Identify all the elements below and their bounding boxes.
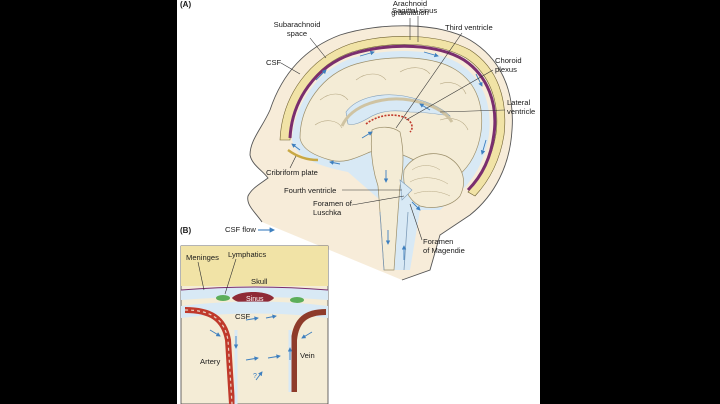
head-sagittal-section (247, 25, 513, 281)
choroid-plexus (365, 114, 413, 133)
flow-arrow (315, 69, 327, 81)
flow-arrow (291, 143, 301, 151)
leader-subarachnoid (309, 37, 327, 59)
label-choroid-plexus-1: Choroid (495, 56, 522, 65)
label-arachnoid-granulation-2: granulation (391, 8, 429, 17)
label-foramen-magendie-2: of Magendie (423, 246, 465, 255)
label-third-ventricle: Third ventricle (445, 23, 493, 32)
label-artery: Artery (200, 357, 220, 366)
flow-arrow (245, 356, 259, 361)
label-fourth-ventricle: Fourth ventricle (284, 186, 336, 195)
flow-arrow (423, 51, 439, 58)
label-csf-a: CSF (266, 58, 282, 67)
cribriform-plate (287, 149, 319, 162)
skull-band (279, 35, 506, 197)
label-cribriform-plate: Cribriform plate (266, 168, 318, 177)
label-question: ? (253, 373, 257, 380)
csf-flow-arrows-b (209, 314, 313, 381)
label-foramen-luschka-2: Luschka (313, 208, 342, 217)
label-meninges: Meninges (186, 253, 219, 262)
label-foramen-luschka-1: Foramen of (313, 199, 353, 208)
label-skull: Skull (251, 277, 268, 286)
flow-arrow (329, 160, 341, 165)
spinal-canal (379, 211, 409, 271)
cerebellum (403, 153, 464, 208)
flow-arrow (255, 371, 263, 381)
flow-arrow (209, 329, 221, 337)
inset-sinus (232, 292, 274, 304)
corpus-callosum (340, 97, 454, 127)
flow-arrow (411, 201, 421, 211)
label-arachnoid-granulation-1: Arachnoid (393, 0, 427, 8)
label-subarachnoid-2: space (287, 29, 307, 38)
flow-arrow (265, 314, 277, 319)
label-choroid-plexus-2: plexus (495, 65, 517, 74)
label-lymphatics: Lymphatics (228, 250, 266, 259)
inset-lymphatic-right (290, 297, 304, 303)
gyri (314, 67, 469, 131)
flow-arrow (301, 331, 313, 339)
inset-artery-sheath (184, 309, 233, 404)
leader-cribriform-plate (289, 155, 297, 169)
label-sagittal-sinus: Sagittal sinus (392, 6, 437, 15)
label-subarachnoid-1: Subarachnoid (274, 20, 321, 29)
panel-a-labels: Arachnoid granulation Sagittal sinus Sub… (266, 0, 535, 255)
inset-skull (181, 246, 328, 286)
label-lateral-ventricle-1: Lateral (507, 98, 531, 107)
label-vein: Vein (300, 351, 315, 360)
panel-b-inset: Meninges Lymphatics Skull Sinus CSF Arte… (180, 245, 329, 404)
leader-foramen-luschka (351, 195, 405, 206)
leader-third-ventricle (395, 32, 463, 129)
inset-csf-space (181, 301, 328, 318)
leader-lateral-ventricle (439, 109, 506, 113)
flow-arrow (245, 316, 259, 321)
inset-vein (291, 309, 327, 392)
leader-foramen-magendie (409, 203, 423, 241)
flow-arrow (267, 354, 281, 359)
flow-arrow (359, 50, 375, 57)
flow-arrow (480, 139, 487, 155)
inset-lymphatic-left (216, 295, 230, 301)
flow-arrow (419, 103, 431, 111)
leader-lymphatics (224, 258, 237, 295)
panel-a-letter: (A) (180, 0, 191, 9)
leader-csf-a (280, 62, 301, 75)
inset-dura (181, 286, 328, 291)
leader-meninges (197, 261, 205, 291)
dura-layer (288, 44, 497, 192)
panel-b-letter: (B) (180, 226, 191, 235)
label-foramen-magendie-1: Foramen (423, 237, 453, 246)
label-lateral-ventricle-2: ventricle (507, 107, 535, 116)
cerebellum-folia (409, 165, 451, 197)
flow-arrow (361, 131, 373, 139)
leader-choroid-plexus (405, 69, 494, 121)
csf-flow-arrows-a (291, 50, 487, 260)
label-csf-b: CSF (235, 312, 251, 321)
cerebrum (299, 57, 483, 177)
legend-label: CSF flow (225, 225, 256, 234)
label-sinus: Sinus (246, 296, 264, 303)
csf-flow-legend: CSF flow (225, 225, 276, 234)
flow-arrow (475, 73, 483, 87)
